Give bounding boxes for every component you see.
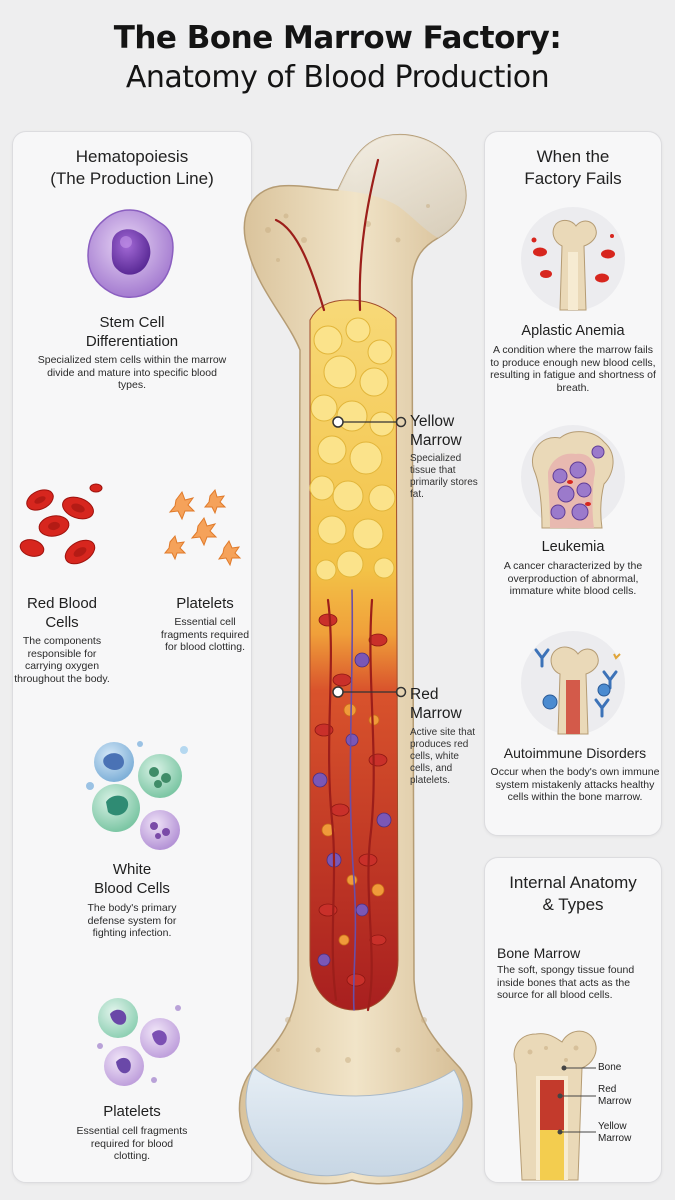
wbc-block: White Blood Cells The body's primary def…	[32, 860, 232, 940]
stem-cell-block: Stem Cell Differentiation Specialized st…	[22, 313, 242, 392]
anatomy-label-lines	[557, 1065, 596, 1135]
femur-bone-illustration	[238, 134, 473, 1185]
leukemia-icon	[521, 425, 625, 529]
autoimmune-icon	[521, 631, 625, 735]
anatomy-heading-1: Internal Anatomy	[509, 873, 637, 892]
anatomy-label-bone: Bone	[598, 1062, 622, 1073]
yellow-marrow-label: Yellow Marrow	[410, 412, 462, 450]
rbc-title-2: Cells	[45, 614, 79, 631]
red-marrow-pointer	[332, 686, 407, 698]
aplastic-anemia-block: Aplastic Anemia A condition where the ma…	[490, 322, 656, 394]
red-marrow-line-1: Red	[410, 686, 439, 703]
platelets-top-desc: Essential cell fragments required for bl…	[160, 616, 250, 653]
aplastic-title: Aplastic Anemia	[521, 323, 625, 339]
factory-fails-heading-2: Factory Fails	[524, 169, 622, 188]
stem-cell-icon	[87, 209, 174, 298]
stem-desc: Specialized stem cells within the marrow…	[37, 354, 227, 391]
rbc-desc: The components responsible for carrying …	[14, 635, 110, 685]
red-marrow-desc: Active site that produces red cells, whi…	[410, 727, 476, 786]
platelets-top-title: Platelets	[176, 595, 234, 612]
white-blood-cells-icon	[86, 741, 188, 850]
title-line-2: Anatomy of Blood Production	[125, 60, 550, 95]
platelets-icon	[163, 488, 242, 567]
bone-marrow-title: Bone Marrow	[497, 945, 581, 961]
internal-anatomy-heading: Internal Anatomy & Types	[484, 872, 662, 916]
anatomy-label-yellow-marrow: Yellow Marrow	[598, 1121, 632, 1144]
bone-marrow-desc: The soft, spongy tissue found inside bon…	[497, 964, 635, 1001]
leukemia-block: Leukemia A cancer characterized by the o…	[490, 538, 656, 598]
autoimmune-block: Autoimmune Disorders Occur when the body…	[490, 744, 660, 804]
red-marrow-label: Red Marrow	[410, 685, 462, 723]
autoimmune-desc: Occur when the body's own immune system …	[490, 766, 660, 803]
anatomy-label-red-marrow: Red Marrow	[598, 1084, 632, 1107]
stem-title-2: Differentiation	[85, 333, 179, 350]
wbc-title-1: White	[112, 861, 152, 878]
platelets-bottom-desc: Essential cell fragments required for bl…	[76, 1125, 188, 1162]
factory-fails-heading-1: When the	[536, 147, 610, 166]
wbc-desc: The body's primary defense system for fi…	[87, 902, 177, 939]
heading-line-2: (The Production Line)	[50, 169, 214, 188]
anatomy-heading-2: & Types	[542, 895, 604, 914]
autoimmune-title: Autoimmune Disorders	[503, 745, 647, 761]
yellow-marrow-line-2: Marrow	[410, 432, 462, 449]
title-line-1: The Bone Marrow Factory:	[113, 20, 562, 56]
hematopoiesis-heading: Hematopoiesis (The Production Line)	[12, 146, 252, 190]
rbc-block: Red Blood Cells The components responsib…	[14, 594, 110, 685]
page-title: The Bone Marrow Factory: Anatomy of Bloo…	[0, 18, 675, 98]
platelets-bottom-icon	[97, 998, 181, 1086]
red-blood-cells-icon	[19, 483, 103, 565]
rbc-title-1: Red Blood	[26, 595, 98, 612]
yellow-marrow-pointer	[332, 416, 407, 428]
bone-marrow-block: Bone Marrow The soft, spongy tissue foun…	[497, 944, 651, 1002]
heading-line-1: Hematopoiesis	[75, 147, 189, 166]
platelets-bottom-block: Platelets Essential cell fragments requi…	[32, 1102, 232, 1163]
platelets-top-block: Platelets Essential cell fragments requi…	[150, 594, 260, 654]
wbc-title-2: Blood Cells	[94, 880, 170, 897]
platelets-bottom-title: Platelets	[103, 1103, 161, 1120]
stem-title-1: Stem Cell	[99, 314, 165, 331]
leukemia-desc: A cancer characterized by the overproduc…	[503, 560, 643, 597]
yellow-marrow-desc: Specialized tissue that primarily stores…	[410, 453, 478, 500]
red-marrow-line-2: Marrow	[410, 705, 462, 722]
leukemia-title: Leukemia	[541, 539, 605, 555]
aplastic-anemia-icon	[521, 207, 625, 311]
factory-fails-heading: When the Factory Fails	[484, 146, 662, 190]
aplastic-desc: A condition where the marrow fails to pr…	[490, 344, 656, 394]
yellow-marrow-line-1: Yellow	[410, 413, 455, 430]
